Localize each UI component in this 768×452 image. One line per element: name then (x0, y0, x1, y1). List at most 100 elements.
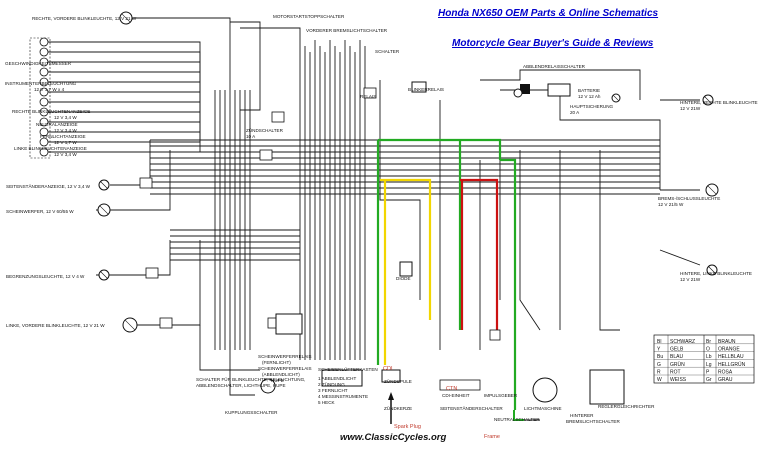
connector-icon (363, 87, 377, 99)
parts-schematics-link[interactable]: Honda NX650 OEM Parts & Online Schematic… (438, 8, 659, 19)
label-rear-brake-switch-1: HINTERER (570, 413, 594, 418)
wire (130, 240, 201, 326)
label-front-right-blinker: RECHTE, VORDERE BLINKLEUCHTE, 12 V 21 W (32, 16, 137, 21)
label-headlight-relay-3: SCHEINWERFERRELAIS (258, 366, 312, 371)
lamp-icon (39, 117, 49, 127)
label-front-brake-sub: SCHALTER (375, 49, 400, 54)
label-headlight-relay-2: (FERNLICHT) (262, 360, 291, 365)
wire-harness (48, 17, 701, 396)
wire (240, 27, 301, 40)
label-right-ind-w: 12 V 3,4 W (54, 115, 77, 120)
label-connector-box: SCHEIBENLÜFTERKASTEN (318, 366, 378, 372)
spark-plug-arrow-icon (388, 392, 394, 400)
ignition-coil-icon (381, 369, 401, 383)
label-pulse-gen: IMPULSGEBER (484, 393, 518, 398)
horn-indicator-icon (513, 88, 523, 98)
color-name: ROT (670, 369, 681, 375)
label-headlight: SCHEINWERFER, 12 V 60/55 W (6, 209, 74, 214)
horn-icon (260, 378, 276, 394)
lamp-icon (39, 127, 49, 137)
wire (199, 325, 260, 371)
label-instrument-w: 12 V 1,7 W x 4 (34, 87, 65, 92)
label-frame: Frame (484, 434, 500, 440)
label-tacho: GESCHWINDIGKEITSMESSER (5, 61, 72, 66)
label-high-beam: FERNLICHTANZEIGE (40, 134, 86, 139)
wire (599, 150, 620, 331)
legend-item: 3 FERNLICHT (318, 388, 348, 393)
connector-icon (271, 111, 285, 123)
wire (120, 17, 231, 90)
label-switch-desc-2: ABBLENDSCHALTER, LICHTHUPE, HUPE (196, 383, 286, 388)
connector-icon (159, 317, 173, 329)
lamp-icon (39, 67, 49, 77)
legend-item: 4 MESSINSTRUMENTE (318, 394, 368, 399)
label-clutch-switch: KUPPLUNGSSCHALTER (225, 410, 278, 415)
color-name: BLAU (670, 354, 683, 360)
fuse-box-icon (321, 369, 363, 387)
color-name: SCHWARZ (670, 339, 695, 345)
pulse-generator-icon (489, 329, 501, 341)
label-blinker-relay: BLINKERRELAIS (408, 87, 444, 92)
label-right-ind: RECHTE BLINKLEUCHTENANZEIGE (12, 109, 90, 114)
lamp-icon (39, 147, 49, 157)
label-high-beam-w: 12 V 1,7 W (54, 140, 77, 145)
bulb-filament (708, 266, 716, 274)
color-code: P (706, 369, 710, 375)
components (29, 11, 719, 424)
color-code: Y (657, 347, 661, 353)
label-sidestand-switch: SEITENSTÄNDERSCHALTER (440, 405, 503, 411)
color-name: WEISS (670, 377, 687, 383)
wire (500, 89, 661, 190)
label-diode: DIODE (396, 276, 411, 281)
gear-guide-link[interactable]: Motorcycle Gear Buyer's Guide & Reviews (452, 38, 654, 49)
wire (480, 69, 641, 100)
component-labels: RECHTE, VORDERE BLINKLEUCHTE, 12 V 21 W … (5, 14, 758, 440)
label-neutral-switch: NEUTRALSCHALTER (494, 417, 540, 422)
wire (519, 150, 541, 331)
yellow-wire (380, 178, 432, 320)
label-cdi: CDI (383, 366, 393, 372)
label-parking: BEGRENZUNGSLEUCHTE, 12 V 4 W (6, 274, 85, 279)
red-wire (460, 178, 499, 330)
label-ignition-coil: ZÜNDSPULE (384, 378, 412, 384)
label-headlight-relay-4: (ABBLENDLICHT) (262, 372, 300, 377)
label-rear-left-blinker: HINTERE, LINKE BLINKLEUCHTE (680, 271, 752, 276)
wire (659, 249, 701, 266)
label-instrument: INSTRUMENTENBELEUCHTUNG (5, 81, 77, 86)
label-relay-top: ABBLENDRELAISSCHALTER (523, 64, 586, 69)
bulb-filament (99, 205, 109, 215)
regulator-icon (589, 369, 625, 405)
label-front-left-blinker: LINKE, VORDERE BLINKLEUCHTE, 12 V 21 W (6, 323, 105, 328)
blinker-relay-icon (411, 81, 427, 93)
bulb-filament (707, 185, 717, 195)
green-wire (500, 158, 517, 410)
color-code: Bu (657, 354, 663, 360)
label-headlight-relay-1: SCHEINWERFERRELAIS (258, 354, 312, 359)
color-name: GRÜN (670, 361, 685, 368)
headlight-relay-icon (275, 313, 303, 335)
label-brake-tail: BREMS-/SCHLUSSLEUCHTE (658, 196, 720, 201)
color-name: HELLGRÜN (718, 361, 746, 368)
color-code: G (657, 362, 661, 368)
label-neutral: NEUTRALANZEIGE (36, 122, 78, 127)
site-footer: www.ClassicCycles.org (340, 432, 447, 443)
bulb-filament (121, 13, 131, 23)
wire (96, 150, 171, 211)
legend-item: 2 ZÜNDUNG (318, 381, 345, 387)
color-name: ORANGE (718, 347, 740, 353)
label-rear-brake-switch-2: BREMSLICHTSCHALTER (566, 419, 620, 424)
fuse-icon (520, 84, 530, 94)
label-alternator: LICHTMASCHINE (524, 406, 562, 411)
lamp-icon (39, 77, 49, 87)
bulb-filament (704, 96, 712, 104)
label-sidestand: SEITENSTÄNDERANZEIGE, 12 V 3,4 W (6, 183, 91, 189)
label-relay-small: RELAIS (360, 94, 376, 99)
label-battery-v: 12 V 12 Ah (578, 94, 601, 99)
connector-icon (259, 149, 273, 161)
lamp-icon (39, 137, 49, 147)
label-main-fuse: HAUPTSICHERUNG (570, 104, 614, 109)
label-ctn: CTN (446, 386, 457, 392)
